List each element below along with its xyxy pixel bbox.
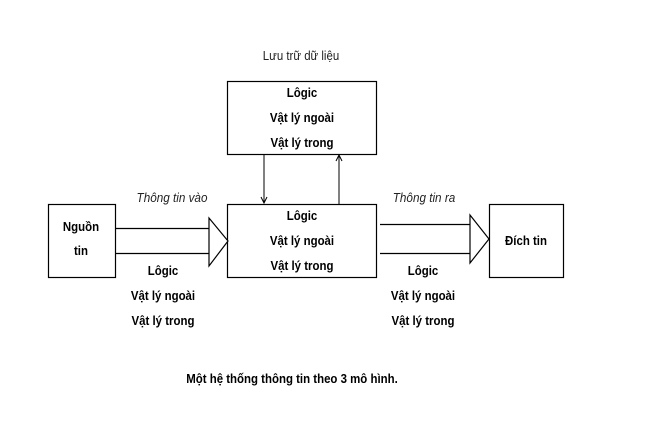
model-logic: Lôgic: [286, 85, 318, 100]
destination-label: Đích tin: [505, 233, 547, 248]
model-internal-physical: Vật lý trong: [270, 135, 334, 150]
caption: Một hệ thống thông tin theo 3 mô hình.: [186, 371, 398, 386]
source-label-line1: Nguồn: [62, 219, 100, 234]
model-external-physical: Vật lý ngoài: [390, 288, 456, 303]
input-flow-label: Thông tin vào: [136, 190, 208, 205]
model-external-physical: Vật lý ngoài: [269, 110, 335, 125]
output-arrow: [380, 213, 490, 265]
model-logic: Lôgic: [407, 263, 439, 278]
storage-models: Lôgic Vật lý ngoài Vật lý trong: [266, 80, 339, 155]
input-arrow: [116, 216, 229, 268]
model-external-physical: Vật lý ngoài: [130, 288, 196, 303]
store-up-arrow: [335, 153, 343, 204]
input-models: Lôgic Vật lý ngoài Vật lý trong: [127, 258, 200, 333]
source-label: Nguồn tin: [60, 215, 101, 263]
system-models: Lôgic Vật lý ngoài Vật lý trong: [266, 203, 339, 278]
model-logic: Lôgic: [286, 208, 318, 223]
model-internal-physical: Vật lý trong: [391, 313, 455, 328]
storage-label: Lưu trữ dữ liệu: [262, 48, 340, 63]
output-models: Lôgic Vật lý ngoài Vật lý trong: [387, 258, 460, 333]
store-down-arrow: [260, 155, 268, 205]
model-external-physical: Vật lý ngoài: [269, 233, 335, 248]
output-flow-label: Thông tin ra: [392, 190, 456, 205]
model-internal-physical: Vật lý trong: [270, 258, 334, 273]
destination-box: [488, 203, 565, 279]
storage-box: [226, 80, 378, 156]
model-internal-physical: Vật lý trong: [131, 313, 195, 328]
source-box: [47, 203, 117, 279]
source-label-line2: tin: [74, 243, 88, 258]
model-logic: Lôgic: [147, 263, 179, 278]
